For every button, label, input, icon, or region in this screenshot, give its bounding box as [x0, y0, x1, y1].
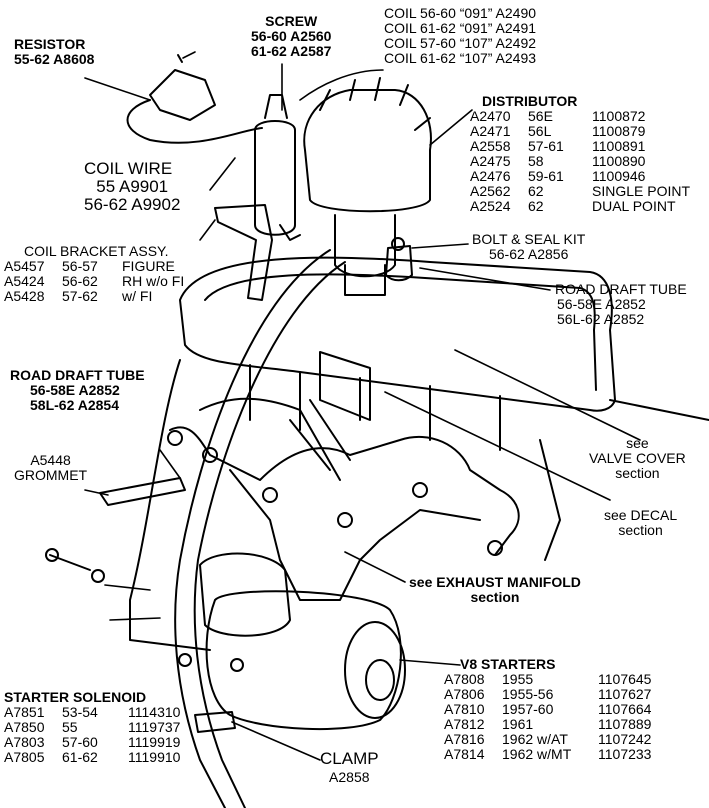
- road-draft-tube-right-label: ROAD DRAFT TUBE 56-58E A2852 56L-62 A285…: [555, 281, 687, 327]
- clamp-label: CLAMP A2858: [320, 749, 379, 786]
- road-draft-tube-illustration: [99, 249, 346, 808]
- grommet-label: A5448 GROMMET: [14, 452, 88, 483]
- road-draft-tube-left-label: ROAD DRAFT TUBE 56-58E A2852 58L-62 A285…: [10, 367, 145, 413]
- coil-illustration: [254, 94, 301, 241]
- exhaust-manifold-label: see EXHAUST MANIFOLD section: [409, 574, 581, 605]
- clamp-illustration: [194, 711, 236, 733]
- coil-label: COIL 56-60 “091” A2490 COIL 61-62 “091” …: [384, 5, 537, 66]
- starter-illustration: [178, 552, 406, 731]
- valve-cover-label: see VALVE COVER section: [589, 435, 686, 481]
- bolt-seal-label: BOLT & SEAL KIT 56-62 A2856: [472, 231, 586, 262]
- distributor-illustration: [303, 77, 432, 296]
- resistor-label: RESISTOR 55-62 A8608: [14, 36, 95, 67]
- engine-block-illustration: [129, 359, 561, 651]
- resistor-illustration: [126, 54, 263, 144]
- screw-label: SCREW 56-60 A2560 61-62 A2587: [251, 13, 332, 59]
- bolt-illustration: [45, 548, 105, 583]
- bolt-seal-illustration: [385, 237, 413, 282]
- exhaust-manifold-illustration: [167, 399, 520, 601]
- decal-label: see DECAL section: [604, 507, 678, 538]
- coil-wire-label: COIL WIRE 55 A9901 56-62 A9902: [84, 159, 181, 214]
- coil-bracket-illustration: [214, 204, 273, 301]
- leader-lines: [84, 51, 641, 761]
